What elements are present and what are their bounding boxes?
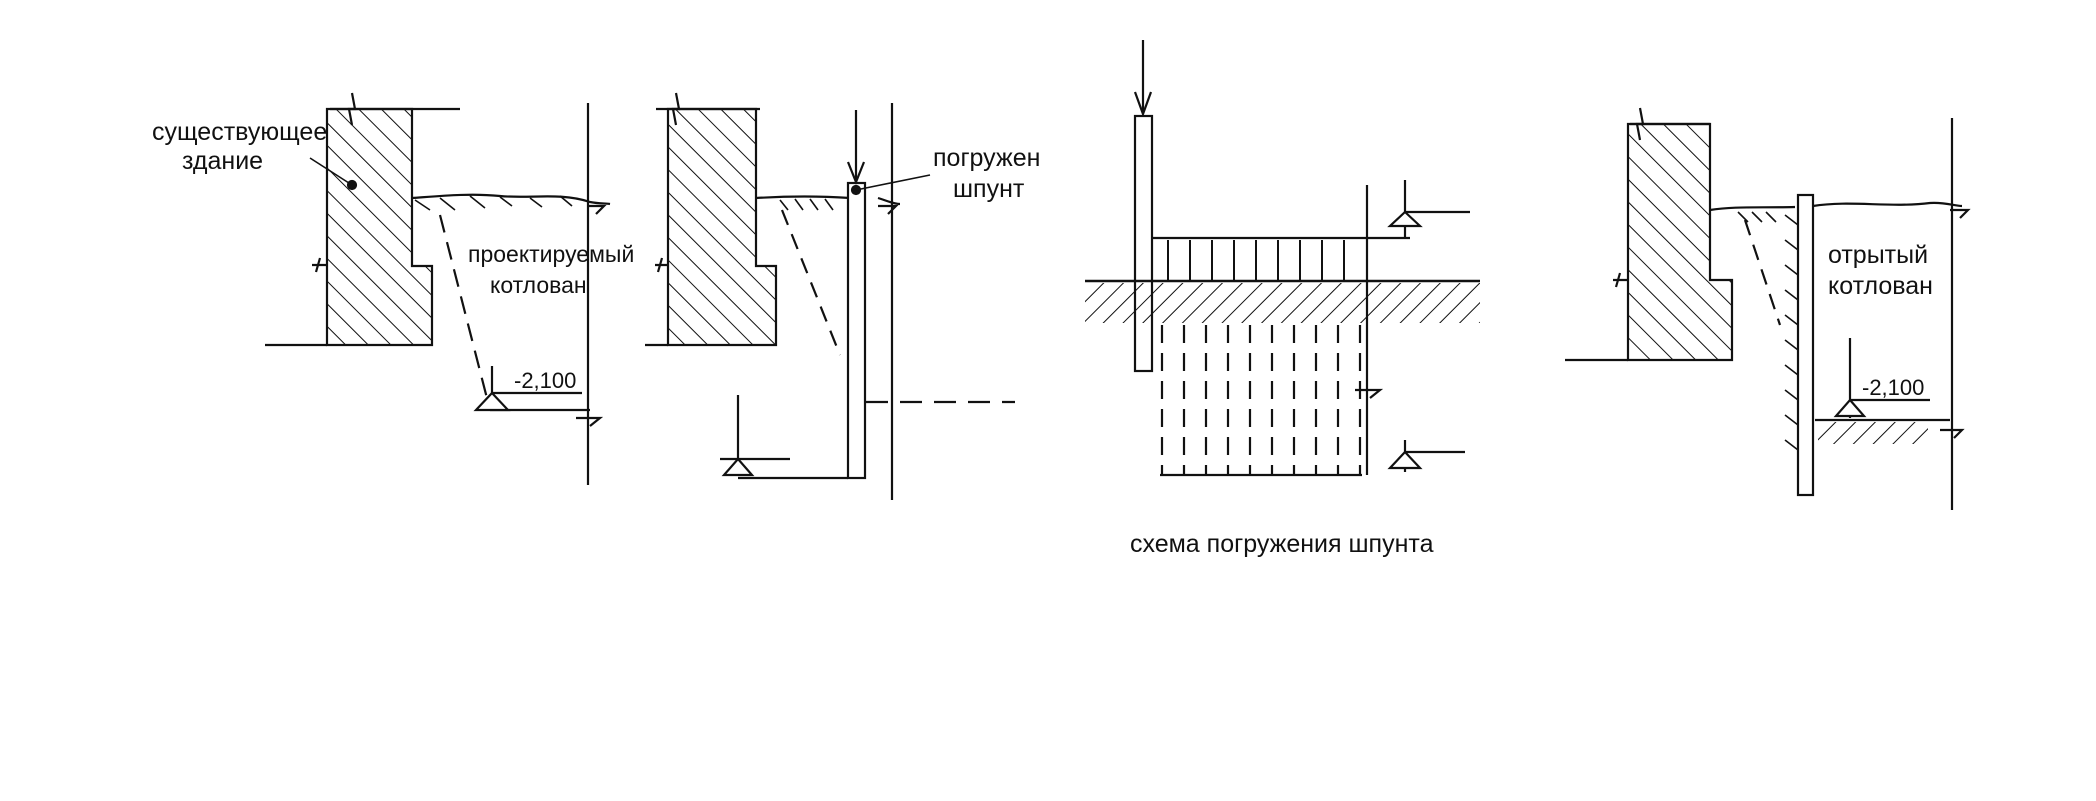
designed-pit-label-line2: котлован bbox=[490, 272, 587, 298]
border-break bbox=[576, 416, 604, 427]
existing-wall bbox=[325, 107, 434, 347]
panel-2-sheet-pile-driven bbox=[645, 92, 1015, 500]
ground-break bbox=[588, 204, 607, 215]
slope-dashed bbox=[1743, 219, 1782, 326]
existing-building-label-line2: здание bbox=[182, 147, 263, 175]
driving-arrow-head bbox=[1133, 91, 1153, 118]
panel-1-existing-building-designed-pit bbox=[265, 92, 611, 485]
open-pit-label-line1: отрытый bbox=[1828, 241, 1928, 269]
sheet-pile-label-line1: погружен bbox=[933, 144, 1040, 172]
first-pile bbox=[1133, 114, 1154, 373]
label-leader bbox=[309, 157, 353, 186]
existing-wall bbox=[1626, 122, 1734, 362]
ground-hatch bbox=[779, 198, 834, 211]
elevation-label-p4: -2,100 bbox=[1862, 375, 1924, 400]
designed-pit-label-line1: проектируемый bbox=[468, 241, 634, 267]
panel-3-sheet-pile-driving-scheme bbox=[1085, 40, 1480, 477]
sheet-pile-label-line2: шпунт bbox=[953, 175, 1025, 203]
wall-break-mark bbox=[655, 257, 668, 273]
elevation-triangle bbox=[473, 391, 511, 412]
wall-break-mark bbox=[312, 257, 327, 273]
existing-wall bbox=[666, 107, 778, 347]
designed-pit-slope bbox=[438, 214, 492, 411]
driving-arrow-head bbox=[846, 161, 866, 185]
ground-line-right bbox=[877, 196, 901, 206]
driving-scheme-caption: схема погружения шпунта bbox=[1130, 530, 1434, 558]
open-pit-label-line2: котлован bbox=[1828, 272, 1933, 300]
panel-4-open-pit bbox=[1565, 107, 1971, 510]
ground-line bbox=[411, 193, 611, 206]
lower-elevation-triangle bbox=[1387, 450, 1423, 470]
retained-soil-hatch bbox=[1784, 214, 1799, 451]
elevation-label-p1: -2,100 bbox=[514, 368, 576, 393]
pit-bottom-hatch bbox=[1818, 422, 1928, 444]
ground-break bbox=[1950, 208, 1971, 219]
border-break bbox=[1940, 428, 1965, 439]
ground-break bbox=[878, 204, 899, 215]
elevation-triangle bbox=[1833, 398, 1867, 418]
border-break bbox=[1355, 388, 1384, 399]
ground-line-right bbox=[1812, 201, 1963, 208]
ground-hatch bbox=[1737, 211, 1777, 223]
soil-hatch bbox=[1085, 283, 1480, 323]
existing-building-label-line1: существующее bbox=[152, 118, 327, 146]
ground-line-left bbox=[1709, 205, 1796, 212]
ground-line bbox=[755, 195, 851, 200]
ground-hatch bbox=[414, 195, 573, 211]
lower-elevation-triangle bbox=[721, 457, 755, 477]
sheet-pile bbox=[1796, 193, 1815, 497]
driven-piles-above-ground bbox=[1152, 240, 1362, 280]
slope-dashed bbox=[780, 209, 842, 356]
wall-break-mark bbox=[1613, 272, 1628, 288]
piles-below-ground-dashed bbox=[1160, 325, 1362, 475]
sheet-pile bbox=[846, 181, 867, 480]
upper-elevation-triangle bbox=[1387, 210, 1423, 228]
